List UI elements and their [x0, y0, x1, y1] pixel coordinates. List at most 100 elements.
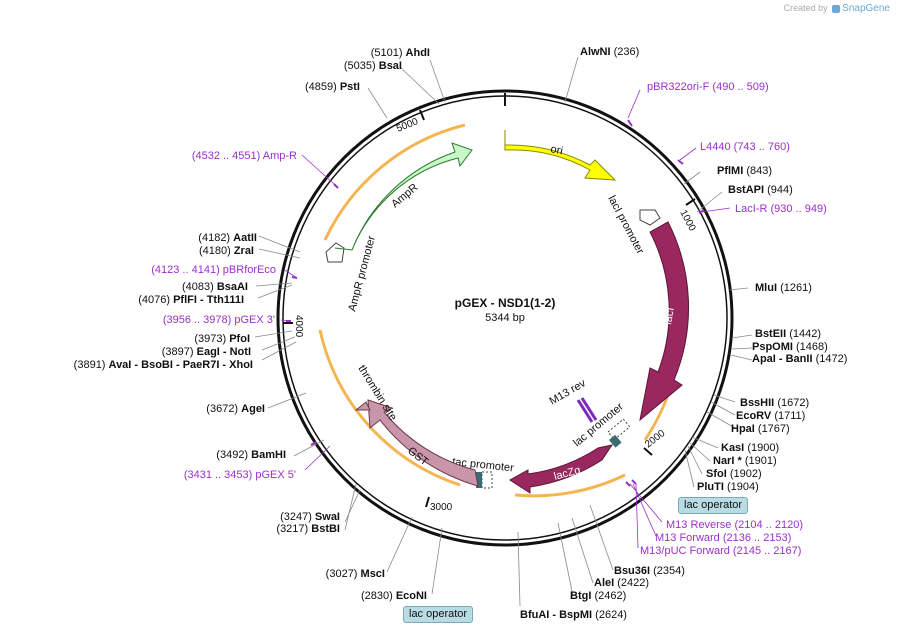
tac-promoter-feature[interactable]: [481, 471, 493, 489]
label-eagi-name: EagI - NotI: [197, 346, 251, 358]
label-nari[interactable]: NarI * (1901): [713, 455, 777, 467]
label-m13forward[interactable]: M13 Forward (2136 .. 2153): [655, 532, 791, 544]
label-nari-position: (1901): [745, 455, 777, 467]
label-pgex5[interactable]: (3431 .. 3453) pGEX 5': [184, 469, 296, 481]
label-bsteii[interactable]: BstEII (1442): [755, 328, 821, 340]
label-kasi-name: KasI: [721, 442, 744, 454]
ori-feature[interactable]: [504, 130, 617, 181]
label-ampr_p[interactable]: (4532 .. 4551) Amp-R: [192, 150, 297, 162]
label-pluti[interactable]: PluTI (1904): [697, 481, 759, 493]
label-econi-name: EcoNI: [396, 590, 427, 602]
label-m13reverse[interactable]: M13 Reverse (2104 .. 2120): [666, 519, 803, 531]
label-avai-position: (3891): [74, 359, 106, 371]
label-pbr322[interactable]: pBR322ori-F (490 .. 509): [647, 81, 769, 93]
label-avai[interactable]: (3891) AvaI - BsoBI - PaeR7I - XhoI: [74, 359, 253, 371]
label-agei[interactable]: (3672) AgeI: [206, 403, 265, 415]
tick-label-1000: 1000: [677, 208, 697, 233]
gst-feature[interactable]: [367, 399, 479, 487]
plasmid-name: pGEX - NSD1(1-2): [455, 296, 556, 310]
label-aatii-position: (4182): [198, 232, 230, 244]
label-pgex3[interactable]: (3956 .. 3978) pGEX 3': [163, 314, 275, 326]
label-pgex5-name: pGEX 5': [255, 469, 296, 481]
label-nari-name: NarI *: [713, 455, 742, 467]
label-bfuai-position: (2624): [595, 609, 627, 621]
label-pflfi-name: PflFI - Tth111I: [173, 294, 244, 306]
label-alei[interactable]: AleI (2422): [594, 577, 649, 589]
label-alwni[interactable]: AlwNI (236): [580, 46, 639, 58]
label-bsshii-position: (1672): [777, 397, 809, 409]
label-bamhi[interactable]: (3492) BamHI: [216, 449, 286, 461]
label-lacir-name: LacI-R: [735, 203, 767, 215]
lac-operator-mark-2: [476, 472, 482, 488]
ampr-feature[interactable]: [334, 142, 473, 251]
laci-label: lacI: [662, 307, 677, 326]
label-pflmi[interactable]: PflMI (843): [717, 165, 772, 177]
laczalpha-feature[interactable]: [509, 444, 614, 494]
label-bstbi-name: BstBI: [311, 523, 340, 535]
label-bstbi[interactable]: (3217) BstBI: [276, 523, 340, 535]
label-bfuai[interactable]: BfuAI - BspMI (2624): [520, 609, 627, 621]
label-hpai[interactable]: HpaI (1767): [731, 423, 790, 435]
ampr-label: AmpR: [389, 181, 420, 210]
label-bsu36i[interactable]: Bsu36I (2354): [614, 565, 685, 577]
label-l4440[interactable]: L4440 (743 .. 760): [700, 141, 790, 153]
label-ecorv[interactable]: EcoRV (1711): [736, 410, 805, 422]
m13-rev-arrow: [576, 397, 598, 423]
label-ahdi-position: (5101): [371, 47, 403, 59]
thrombin-site-feature[interactable]: [354, 401, 371, 411]
snapgene-credit: Created by SnapGene: [784, 3, 890, 14]
lac-operator-box-2[interactable]: lac operator: [403, 606, 474, 623]
label-econi[interactable]: (2830) EcoNI: [361, 590, 427, 602]
label-sfoi[interactable]: SfoI (1902): [706, 468, 762, 480]
label-pbr322-position: (490 .. 509): [712, 81, 768, 93]
label-kasi[interactable]: KasI (1900): [721, 442, 779, 454]
laci-promoter-label: lacI promoter: [605, 194, 646, 257]
label-btgi-position: (2462): [594, 590, 626, 602]
label-m13forward-position: (2136 .. 2153): [723, 532, 792, 544]
m13-rev-label: M13 rev: [548, 377, 589, 408]
label-mlui[interactable]: MluI (1261): [755, 282, 812, 294]
tick-marks: [283, 109, 696, 508]
laci-promoter-feature[interactable]: [639, 209, 661, 226]
label-pbrforeco-position: (4123 .. 4141): [151, 264, 220, 276]
label-btgi[interactable]: BtgI (2462): [570, 590, 626, 602]
label-lacir[interactable]: LacI-R (930 .. 949): [735, 203, 827, 215]
label-m13reverse-position: (2104 .. 2120): [734, 519, 803, 531]
label-pluti-name: PluTI: [697, 481, 724, 493]
ampr-promoter-feature[interactable]: [325, 242, 345, 263]
feature-labels: (5101) AhdI(5035) BsaI (4859) PstI AlwNI (…: [74, 46, 848, 621]
label-apai[interactable]: ApaI - BanII (1472): [752, 353, 847, 365]
lac-promoter-feature[interactable]: [607, 418, 631, 441]
label-pfoi[interactable]: (3973) PfoI: [194, 333, 250, 345]
label-pspomi[interactable]: PspOMI (1468): [752, 341, 828, 353]
backbone-outer: [276, 89, 734, 547]
label-bsai[interactable]: (5035) BsaI: [344, 60, 402, 72]
label-bamhi-name: BamHI: [251, 449, 286, 461]
orf-arcs: [318, 123, 683, 498]
label-bstapi[interactable]: BstAPI (944): [728, 184, 793, 196]
label-zrai[interactable]: (4180) ZraI: [199, 245, 254, 257]
ori-label: ori: [549, 143, 563, 157]
label-m13puc[interactable]: M13/pUC Forward (2145 .. 2167): [640, 545, 801, 557]
label-eagi[interactable]: (3897) EagI - NotI: [162, 346, 251, 358]
label-sfoi-position: (1902): [730, 468, 762, 480]
label-psti-name: PstI: [340, 81, 360, 93]
site-leaders: [254, 56, 753, 607]
label-ampr_p-position: (4532 .. 4551): [192, 150, 261, 162]
laci-feature[interactable]: [639, 221, 690, 422]
label-swai[interactable]: (3247) SwaI: [280, 511, 340, 523]
label-bsaai[interactable]: (4083) BsaAI: [182, 281, 248, 293]
label-ecorv-position: (1711): [774, 410, 805, 422]
label-aatii[interactable]: (4182) AatII: [198, 232, 257, 244]
label-pbrforeco[interactable]: (4123 .. 4141) pBRforEco: [151, 264, 276, 276]
lac-operator-box-1[interactable]: lac operator: [678, 497, 749, 514]
label-msci[interactable]: (3027) MscI: [326, 568, 385, 580]
label-psti[interactable]: (4859) PstI: [305, 81, 360, 93]
label-ahdi[interactable]: (5101) AhdI: [371, 47, 430, 59]
tick-label-4000: 4000: [293, 315, 304, 338]
label-pflfi[interactable]: (4076) PflFI - Tth111I: [138, 294, 244, 306]
label-bsshii[interactable]: BssHII (1672): [740, 397, 809, 409]
label-l4440-position: (743 .. 760): [734, 141, 790, 153]
label-msci-name: MscI: [361, 568, 385, 580]
